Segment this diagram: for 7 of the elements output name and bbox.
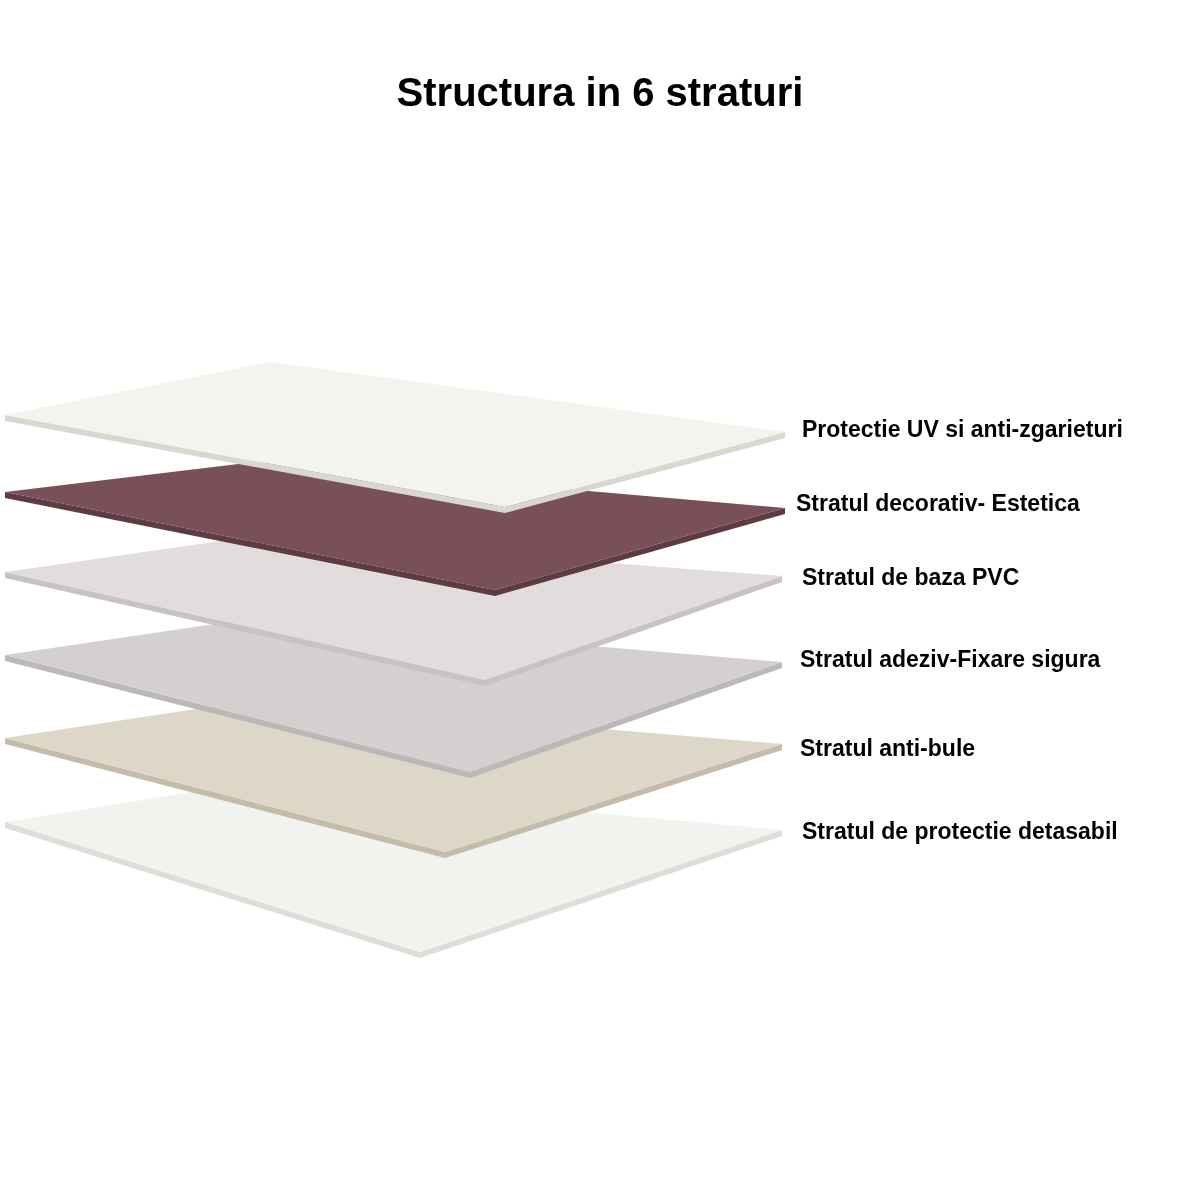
layer-label: Stratul de protectie detasabil <box>802 820 1118 843</box>
diagram-title: Structura in 6 straturi <box>395 70 805 115</box>
layer-label: Stratul de baza PVC <box>802 566 1020 589</box>
layer-label: Stratul decorativ- Estetica <box>796 492 1080 515</box>
layer-label: Stratul adeziv-Fixare sigura <box>800 648 1101 671</box>
layer-label: Protectie UV si anti-zgarieturi <box>802 418 1123 441</box>
layer-label: Stratul anti-bule <box>800 737 976 760</box>
